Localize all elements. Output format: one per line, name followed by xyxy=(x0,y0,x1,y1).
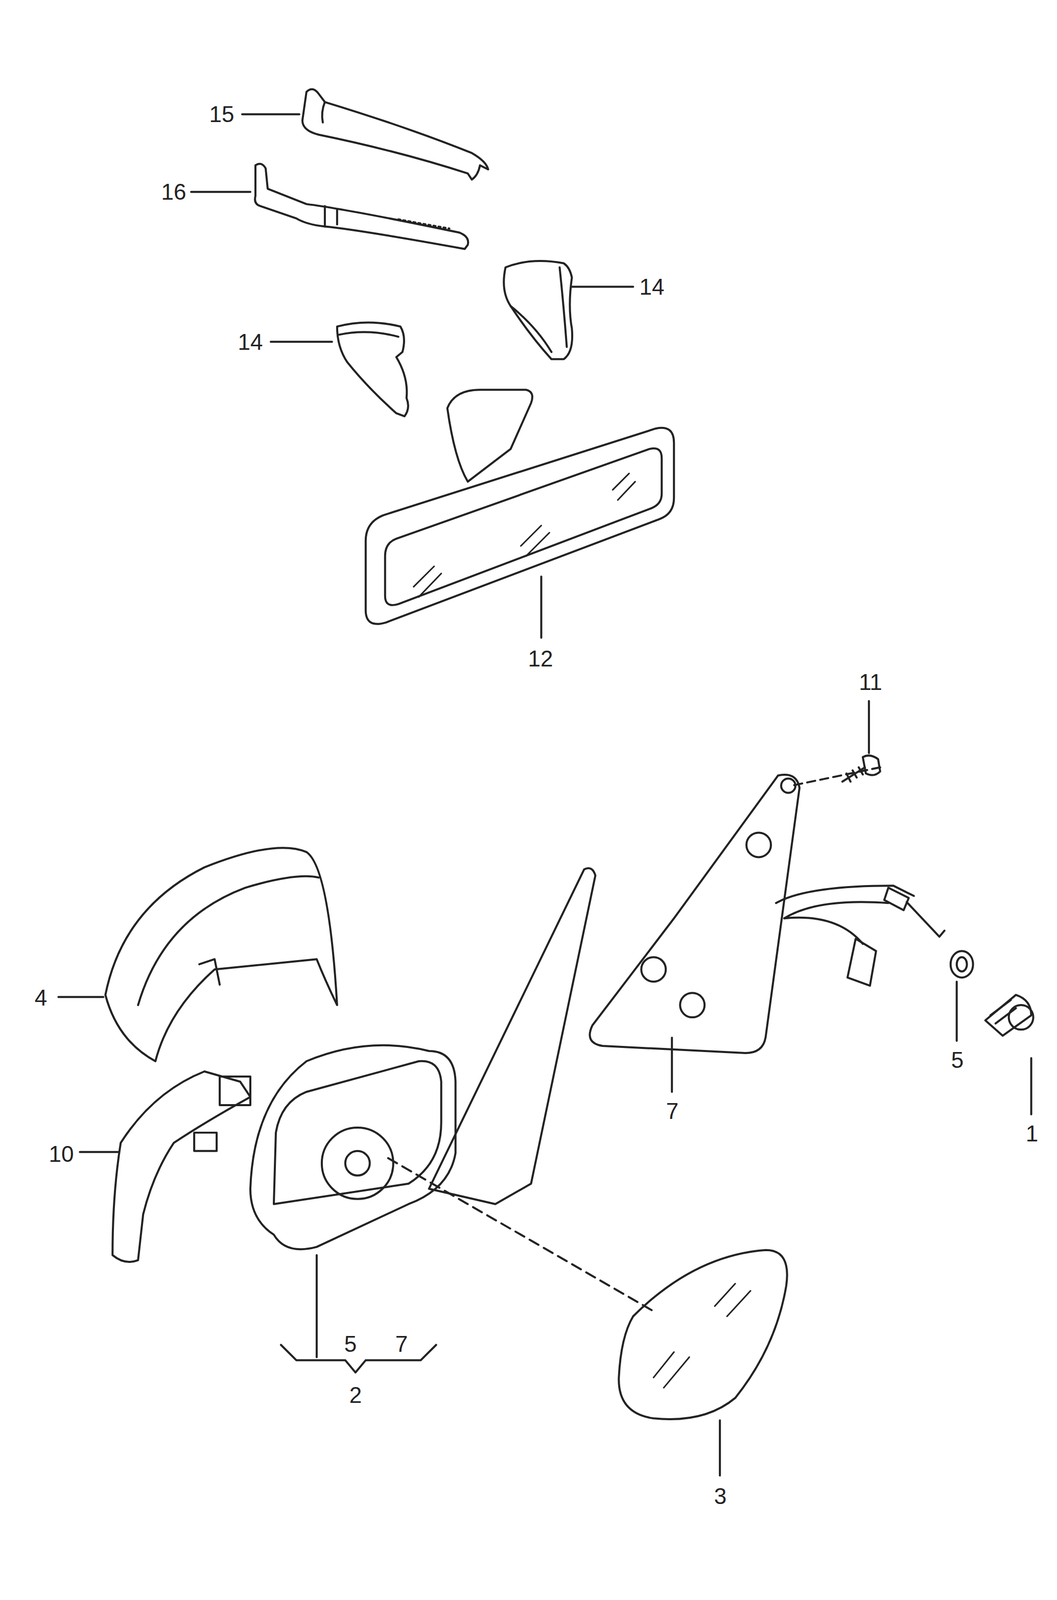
callout-number: 11 xyxy=(856,670,885,695)
callout-number: 1 xyxy=(1023,1121,1041,1147)
callout-number: 7 xyxy=(393,1332,410,1357)
callout-number: 5 xyxy=(342,1332,359,1357)
callout-number: 3 xyxy=(712,1484,729,1510)
callout-number: 5 xyxy=(949,1048,966,1073)
callout-number: 14 xyxy=(637,274,667,300)
callout-number: 12 xyxy=(526,646,556,672)
callout-number: 2 xyxy=(347,1383,364,1408)
callout-number: 10 xyxy=(47,1142,77,1167)
callout-number: 14 xyxy=(236,330,266,355)
callout-number: 15 xyxy=(207,102,237,127)
callout-number: 4 xyxy=(32,985,50,1011)
callout-number: 7 xyxy=(664,1099,681,1124)
callout-number: 16 xyxy=(159,179,189,205)
